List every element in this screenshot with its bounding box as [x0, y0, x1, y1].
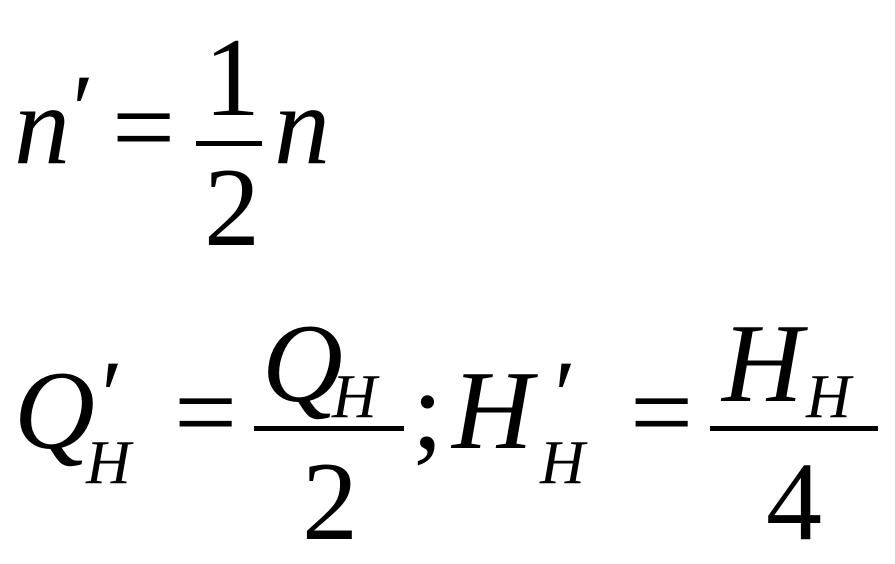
prime-mark: ′	[95, 340, 117, 451]
numerator-subscript-h: H	[332, 363, 377, 431]
fraction-bar	[710, 426, 878, 431]
numerator-subscript-h: H	[806, 363, 851, 431]
numerator-1: 1	[204, 16, 260, 140]
denominator-2: 2	[302, 440, 358, 564]
rhs-var-n: n	[274, 64, 330, 188]
equals-sign: =	[630, 351, 694, 475]
lhs-var-q: Q	[14, 349, 95, 473]
fraction-bar	[254, 426, 404, 431]
equals-sign: =	[112, 66, 176, 190]
equals-sign: =	[174, 351, 238, 475]
subscript-h: H	[86, 429, 131, 497]
numerator-var-h: H	[722, 302, 803, 426]
numerator-var-q: Q	[262, 302, 343, 426]
denominator-2: 2	[204, 146, 260, 270]
lhs-var-h: H	[452, 349, 533, 473]
separator: ;	[412, 349, 444, 473]
subscript-h: H	[540, 429, 585, 497]
prime-mark: ′	[66, 54, 88, 165]
prime-mark: ′	[548, 340, 570, 451]
denominator-4: 4	[766, 440, 822, 564]
fraction-bar	[196, 141, 262, 146]
lhs-var-n: n	[14, 64, 70, 188]
